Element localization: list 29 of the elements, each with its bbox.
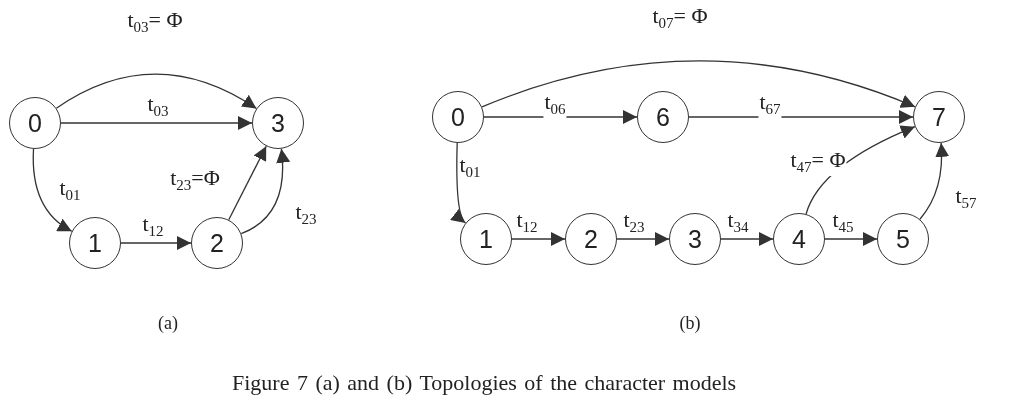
arrow: [60, 116, 253, 130]
arrow: [919, 142, 949, 220]
state-circle: 3: [669, 213, 721, 265]
figure-caption: Figure 7 (a) and (b) Topologies of the character models: [232, 370, 737, 396]
panel-label: (b): [679, 312, 701, 334]
state-circle: 0: [9, 97, 61, 149]
arrow: [616, 232, 670, 246]
arrow: [240, 148, 290, 235]
panel-label: (a): [158, 312, 178, 334]
arrow: [481, 60, 916, 109]
arrow: [55, 73, 258, 110]
arrow: [120, 236, 192, 250]
arrow: [32, 148, 73, 232]
state-circle: 3: [252, 97, 304, 149]
arrow: [824, 232, 878, 246]
arrow: [228, 145, 267, 221]
state-circle: 1: [460, 213, 512, 265]
arrow: [511, 232, 566, 246]
state-circle: 4: [773, 213, 825, 265]
state-circle: 6: [637, 91, 689, 143]
state-circle: 2: [565, 213, 617, 265]
arrow: [688, 110, 914, 124]
state-circle: 2: [191, 217, 243, 269]
state-circle: 0: [432, 91, 484, 143]
arrow: [450, 142, 467, 224]
state-circle: 7: [913, 91, 965, 143]
arrow: [720, 232, 774, 246]
state-circle: 1: [69, 217, 121, 269]
state-circle: 5: [877, 213, 929, 265]
